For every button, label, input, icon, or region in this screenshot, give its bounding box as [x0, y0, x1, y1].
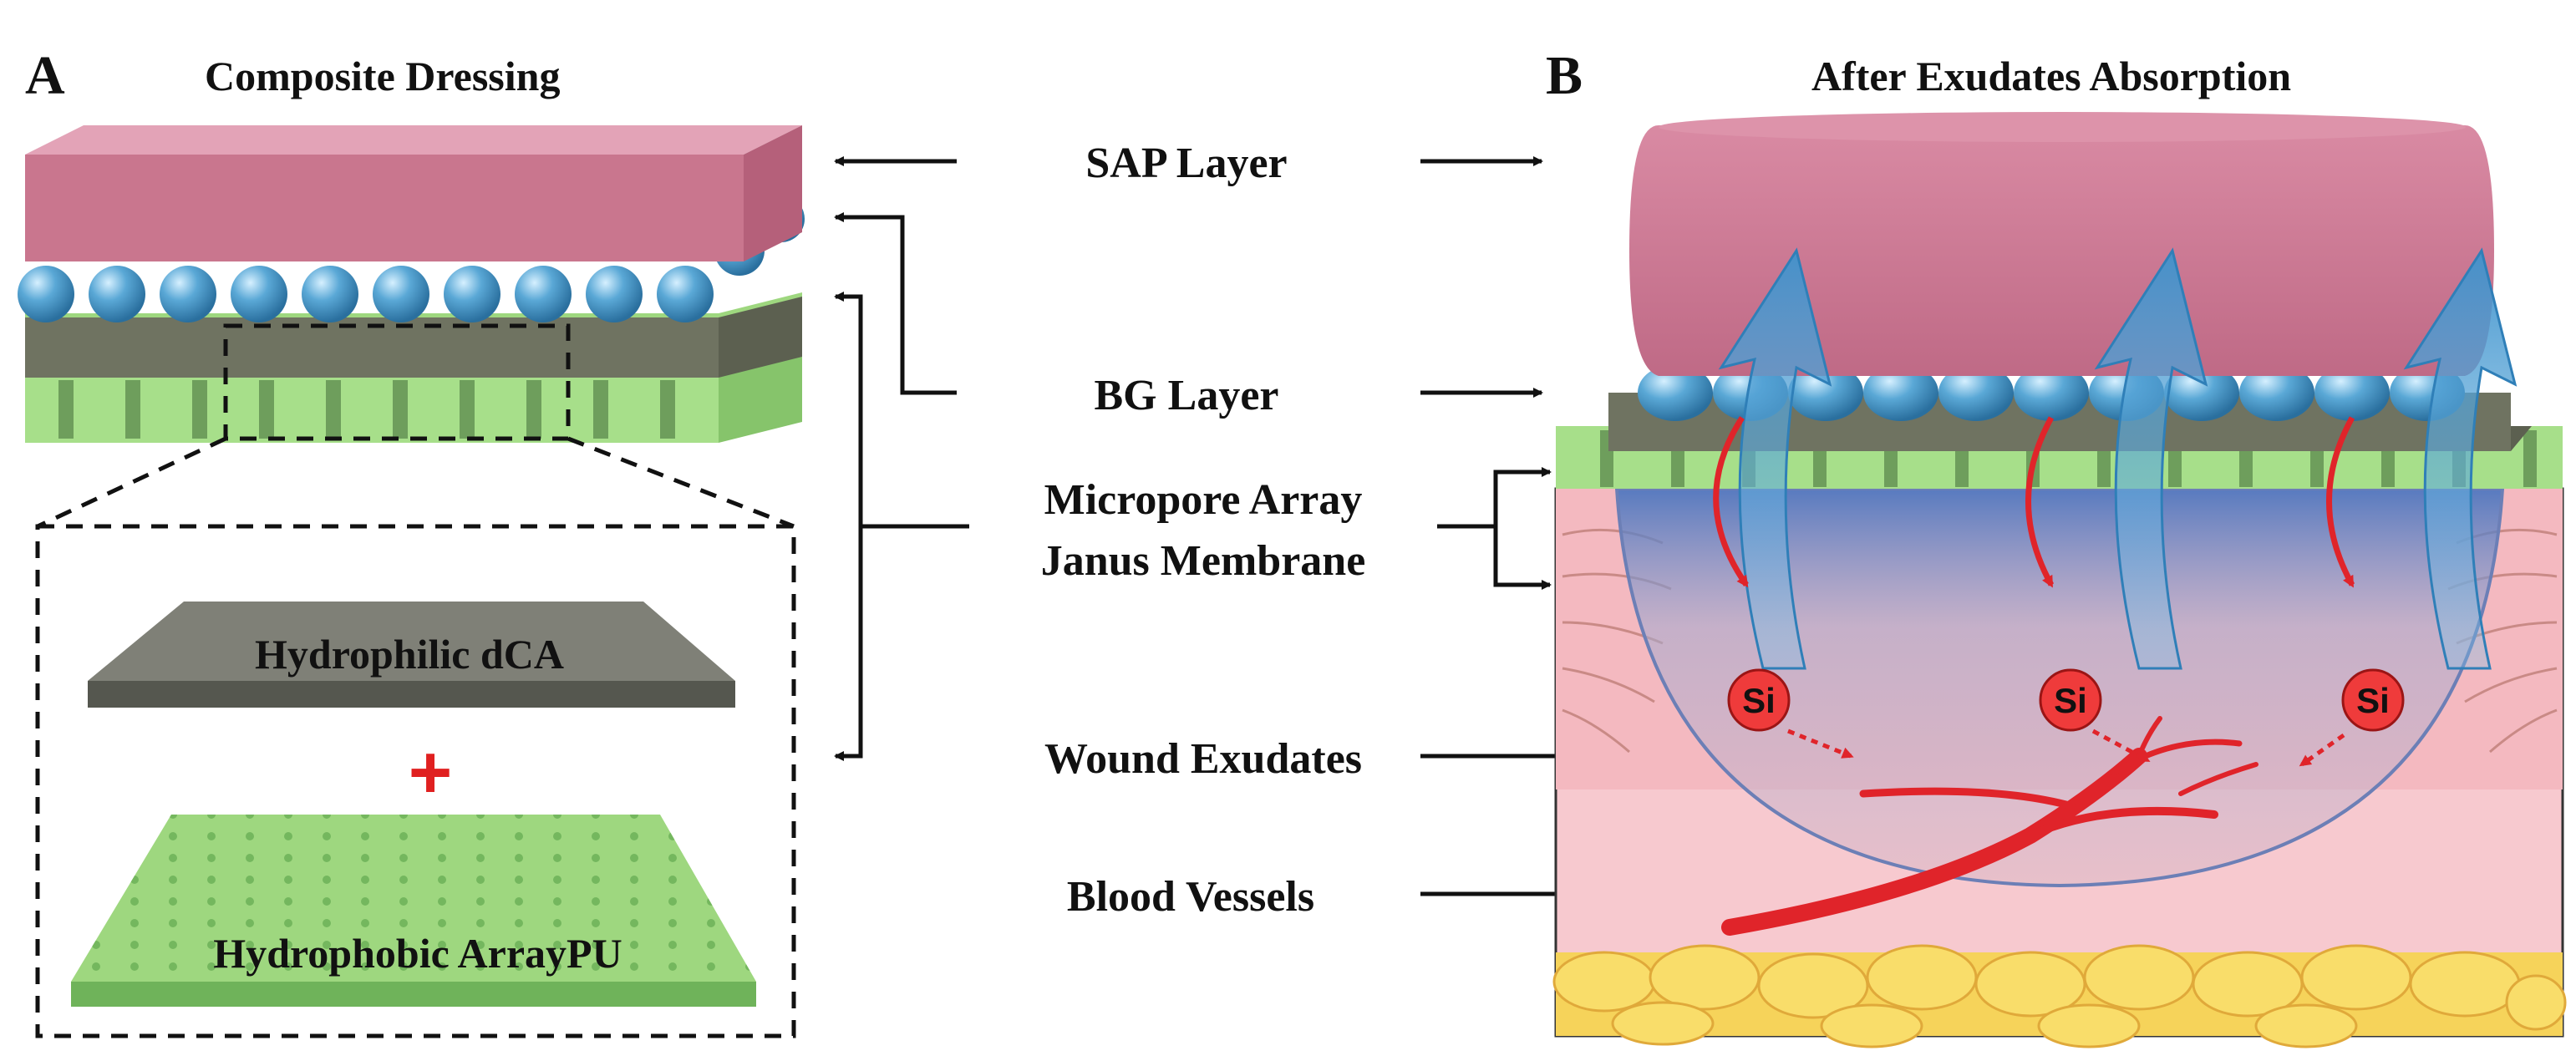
si-ion-3: Si — [2341, 668, 2405, 732]
arraypu-slab — [71, 815, 756, 1007]
panel-b-letter: B — [1546, 45, 1583, 106]
micropore-label-line2: Janus Membrane — [1041, 537, 1366, 585]
si-label-2: Si — [2054, 681, 2087, 720]
ion-diffusion-arrows — [1787, 728, 2345, 767]
dca-slab — [88, 602, 735, 708]
wound-scene: Si Si Si — [1552, 112, 2567, 1048]
inset-top-label: Hydrophilic dCA — [255, 631, 564, 678]
blood-vessels — [1721, 716, 2258, 936]
panel-a-title: Composite Dressing — [205, 53, 560, 99]
bg-layer-label: BG Layer — [1095, 372, 1279, 419]
ion-release-arrows — [1713, 416, 2355, 588]
si-ion-1: Si — [1727, 668, 1791, 732]
inset-bottom-label: Hydrophobic ArrayPU — [213, 930, 622, 977]
si-label-3: Si — [2356, 681, 2390, 720]
sap-layer — [25, 155, 744, 261]
inset-box — [35, 436, 796, 1038]
swollen-sap-layer — [1629, 125, 2494, 376]
bg-beads — [18, 195, 805, 322]
composite-dressing-stack — [18, 125, 805, 443]
panel-b-title: After Exudates Absorption — [1811, 53, 2291, 99]
sap-layer-label: SAP Layer — [1085, 140, 1287, 187]
si-ion-2: Si — [2039, 668, 2102, 732]
blood-vessels-label: Blood Vessels — [1067, 873, 1314, 921]
wound-exudates-label: Wound Exudates — [1044, 735, 1362, 783]
micropore-label-line1: Micropore Array — [1044, 476, 1363, 524]
panel-a-letter: A — [25, 45, 65, 106]
selection-box — [223, 323, 571, 441]
si-label-1: Si — [1742, 681, 1776, 720]
plus-sign: + — [409, 731, 453, 815]
exudate-flow-arrows — [1718, 247, 2518, 670]
